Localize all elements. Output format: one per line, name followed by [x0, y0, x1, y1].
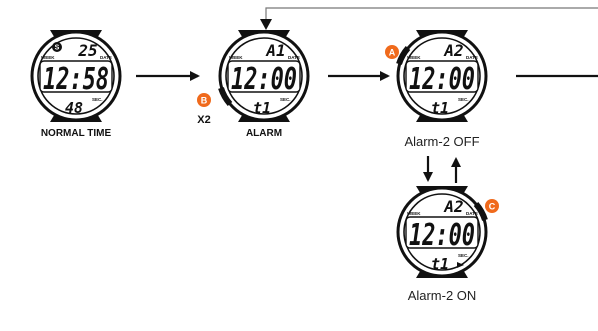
week-indicator: WEEK [41, 55, 55, 60]
button-a-highlight [396, 46, 411, 66]
watch-main-time: 12:00 [409, 218, 475, 253]
button-c-badge[interactable]: C [485, 199, 499, 213]
date-indicator: DATE [466, 211, 478, 216]
watch-lcd [227, 60, 301, 93]
date-indicator: DATE [466, 55, 478, 60]
sec-indicator: SEC. [458, 97, 469, 102]
caption-alarm: ALARM [246, 128, 282, 139]
watch-alarm2-on: A2 WEEK DATE 12:00 t1 SEC. [396, 186, 488, 278]
date-indicator: DATE [288, 55, 300, 60]
watch-lcd [405, 216, 479, 249]
watch-top-digits: A2 [443, 197, 463, 216]
watch-bottom-digits: t1 [253, 99, 271, 117]
watch-top-digits: A1 [265, 41, 285, 60]
caption-normal-time: NORMAL TIME [41, 128, 112, 139]
return-loop-line [265, 7, 598, 20]
sec-indicator: SEC. [280, 97, 291, 102]
button-b-badge[interactable]: B [197, 93, 211, 107]
s-mark-label: S [55, 45, 60, 52]
watch-top-digits: A2 [443, 41, 463, 60]
watch-normal-time: S 25 WEEK DATE 12:58 48 SEC. [30, 30, 122, 122]
return-loop-arrowhead [260, 19, 272, 30]
watch-lcd [405, 60, 479, 93]
watch-main-time: 12:00 [231, 62, 297, 97]
caption-alarm2-off: Alarm-2 OFF [404, 134, 479, 149]
watch-alarm2-off: A2 WEEK DATE 12:00 t1 SEC. [396, 30, 488, 122]
watch-bottom-digits: 48 [65, 99, 83, 117]
week-indicator: WEEK [407, 211, 421, 216]
button-b-label: B [201, 96, 208, 106]
button-b-icon [197, 93, 211, 107]
s-mark-icon [52, 42, 62, 52]
button-c-highlight [473, 202, 488, 222]
press-count: X2 [197, 114, 210, 126]
watch-lcd [39, 60, 113, 93]
watch-alarm: A1 WEEK DATE 12:00 t1 SEC. [218, 30, 310, 122]
alarm-bell-icon [457, 262, 464, 268]
button-a-badge[interactable]: A [385, 45, 399, 59]
watch-main-time: 12:58 [43, 62, 109, 97]
week-indicator: WEEK [407, 55, 421, 60]
week-indicator: WEEK [229, 55, 243, 60]
button-a-label: A [389, 48, 396, 58]
button-c-icon [485, 199, 499, 213]
watch-main-time: 12:00 [409, 62, 475, 97]
sec-indicator: SEC. [458, 253, 469, 258]
watch-bottom-digits: t1 [431, 255, 449, 273]
button-a-icon [385, 45, 399, 59]
watch-bottom-digits: t1 [431, 99, 449, 117]
button-c-label: C [489, 202, 496, 212]
caption-alarm2-on: Alarm-2 ON [408, 288, 477, 303]
sec-indicator: SEC. [92, 97, 103, 102]
date-indicator: DATE [100, 55, 112, 60]
watch-top-digits: 25 [77, 41, 97, 60]
button-b-highlight [218, 86, 233, 106]
flow-connectors [136, 7, 598, 183]
